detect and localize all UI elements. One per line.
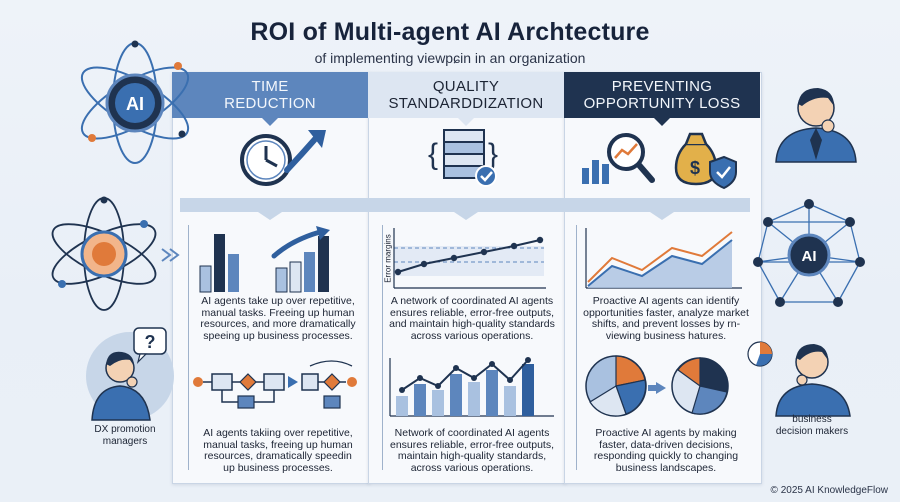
text-line: viewing business hatures. <box>605 329 727 342</box>
document-stack-check-icon: { } <box>428 129 498 187</box>
text-line: Network of coordinated AI agents <box>394 427 550 439</box>
text-line: manual tasks, freeing up human <box>203 438 353 451</box>
text-line: across various operations. <box>410 461 534 474</box>
page-title: ROI of Multi-agent AI Archtecture <box>250 18 650 46</box>
text-line: maintain high-quality standards, <box>397 450 547 463</box>
pointer-time <box>262 118 278 126</box>
text-line: speeing up business processes. <box>203 329 353 342</box>
text-line: faster, data-driven decisions, <box>599 438 733 451</box>
header-line: OPPORTUNITY LOSS <box>583 95 741 112</box>
pointer-opportunity <box>654 118 670 126</box>
pointer-quality <box>458 118 474 126</box>
header-line: STANDARDDIZATION <box>388 95 544 112</box>
ai-label: AI <box>126 94 144 114</box>
pie-comparison-illustration <box>585 355 729 417</box>
text-line: up business processes. <box>223 461 333 474</box>
text-line: resources, dramatically speedin <box>204 450 352 463</box>
svg-text:$: $ <box>690 158 700 178</box>
text-line: AI agents takiing over repetitive, <box>203 427 353 439</box>
text-line: A network of coordinated AI agents <box>390 295 554 307</box>
decision-maker-label: business decision makers <box>752 414 872 438</box>
area-growth-chart <box>585 228 742 289</box>
header-line: QUALITY <box>432 78 500 95</box>
divider <box>382 225 383 470</box>
text-line: ensures reliable, error-free outputs, <box>390 438 554 451</box>
thinking-person-avatar <box>775 88 857 163</box>
ai-atom-icon: AI <box>80 40 190 164</box>
question-mark: ? <box>145 332 156 352</box>
text-line: business landscapes. <box>615 461 717 474</box>
copyright: © 2025 AI KnowledgeFlow <box>770 485 888 496</box>
ai-label: AI <box>802 248 817 265</box>
persona-line: decision makers <box>775 426 849 437</box>
description-bottom: Network of coordinated AI agents ensures… <box>382 427 562 474</box>
text-line: opportunities faster, analyze market <box>583 306 749 319</box>
text-line: shifts, and prevent losses by rn- <box>591 318 741 331</box>
band-pointer <box>454 212 478 220</box>
band-pointer <box>258 212 282 220</box>
description-top: AI agents take up over repetitive, manua… <box>188 295 368 342</box>
text-line: AI agents take up over repetitive, <box>201 295 355 307</box>
text-line: manual tasks. Freeing up human <box>201 306 355 319</box>
text-line: Proactive AI agents can identify <box>592 295 740 307</box>
svg-text:{: { <box>428 138 438 171</box>
text-line: ensures reliable, error-free outputs, <box>390 306 554 319</box>
persona-line: managers <box>102 436 148 447</box>
band-pointer <box>650 212 674 220</box>
divider <box>576 225 577 470</box>
page-subtitle: of implementing viewpɕin in an organizat… <box>314 50 586 66</box>
core-atom-icon <box>51 196 157 311</box>
clock-arrow-icon <box>240 130 326 186</box>
persona-line: DX promotion <box>94 424 156 435</box>
ai-network-icon: AI <box>753 199 865 307</box>
text-line: and maintain high-quality standards <box>389 318 555 331</box>
error-margins-label: Error margins <box>383 234 393 283</box>
magnifier-money-bag-icon: $ <box>582 132 737 190</box>
text-line: responding quickly to changing <box>593 450 739 463</box>
workflow-illustration <box>193 360 357 409</box>
dx-manager-avatar: ? <box>86 327 174 421</box>
description-bottom: Proactive AI agents by making faster, da… <box>576 427 756 474</box>
arrow-right-icon <box>161 248 180 262</box>
text-line: across various operations. <box>410 329 534 342</box>
decision-maker-avatar <box>747 341 851 417</box>
description-bottom: AI agents takiing over repetitive, manua… <box>188 427 368 474</box>
error-margins-chart <box>393 228 546 289</box>
section-band <box>180 198 750 212</box>
bar-growth-illustration <box>199 226 330 293</box>
header-line: REDUCTION <box>224 95 316 112</box>
persona-line: business <box>792 414 832 425</box>
error-margins-label-wrap: Error margins <box>372 234 402 282</box>
header-line: PREVENTING <box>611 78 713 95</box>
description-top: A network of coordinated AI agents ensur… <box>382 295 562 342</box>
divider <box>188 225 189 470</box>
header-line: TIME <box>251 78 289 95</box>
description-top: Proactive AI agents can identify opportu… <box>576 295 756 342</box>
dx-manager-label: DX promotion managers <box>60 424 190 448</box>
text-line: Proactive AI agents by making <box>595 427 737 439</box>
text-line: resources, and more dramatically <box>200 318 356 331</box>
quality-bar-line-chart <box>389 357 554 417</box>
svg-text:}: } <box>488 138 498 171</box>
